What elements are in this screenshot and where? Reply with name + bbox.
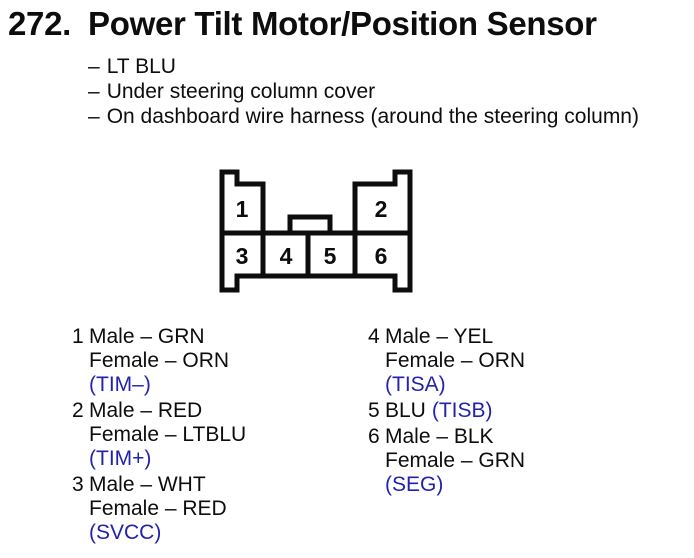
wire-female: Female – ORN xyxy=(89,349,230,372)
pin-number: 2 xyxy=(72,399,84,422)
notes-list: – LT BLU – Under steering column cover –… xyxy=(88,54,639,129)
pin-number: 1 xyxy=(72,325,84,348)
pin-cavity-6: 6 xyxy=(375,243,388,269)
pin-entry-1: 1 Male – GRN Female – ORN (TIM–) xyxy=(72,325,246,397)
pin-cavity-1: 1 xyxy=(236,196,249,222)
pin-entry-6: 6 Male – BLK Female – GRN (SEG) xyxy=(368,425,525,497)
signal-label: (SEG) xyxy=(385,473,444,496)
signal-label: (TIM+) xyxy=(89,447,152,470)
pin-wire-info: BLU(TISB) xyxy=(385,399,493,423)
connector-cell-dividers xyxy=(260,233,358,276)
note-text: On dashboard wire harness (around the st… xyxy=(106,105,639,128)
signal-label: (TISB) xyxy=(431,399,493,422)
connector-diagram: 1 2 3 4 5 6 xyxy=(219,169,413,293)
pin-number: 6 xyxy=(368,425,380,448)
pin-entry-3: 3 Male – WHT Female – RED (SVCC) xyxy=(72,473,246,545)
wire-female: Female – LTBLU xyxy=(89,423,247,446)
wire-female: Female – ORN xyxy=(385,349,526,372)
note-line: – LT BLU xyxy=(88,54,639,79)
dash-bullet: – xyxy=(88,105,100,128)
wire-male: Male – RED xyxy=(89,399,203,422)
page-title: 272. Power Tilt Motor/Position Sensor xyxy=(8,4,597,44)
wire-male: Male – GRN xyxy=(89,325,205,348)
pin-number: 5 xyxy=(368,399,380,422)
pin-cavity-2: 2 xyxy=(375,196,388,222)
pin-entry-5: 5 BLU(TISB) xyxy=(368,399,525,423)
signal-label: (TIM–) xyxy=(89,373,151,396)
pin-cavity-5: 5 xyxy=(324,243,337,269)
pin-wire-info: Male – YEL Female – ORN (TISA) xyxy=(385,325,525,397)
wire-female: Female – RED xyxy=(89,497,227,520)
section-number: 272. xyxy=(8,5,72,42)
wire-single: BLU(TISB) xyxy=(385,399,493,423)
pin-number: 4 xyxy=(368,325,380,348)
pin-entry-4: 4 Male – YEL Female – ORN (TISA) xyxy=(368,325,525,397)
pin-wire-info: Male – RED Female – LTBLU (TIM+) xyxy=(89,399,246,471)
pin-number: 3 xyxy=(72,473,84,496)
pin-wire-info: Male – WHT Female – RED (SVCC) xyxy=(89,473,227,545)
wire-male: Male – BLK xyxy=(385,425,494,448)
pin-list-right: 4 Male – YEL Female – ORN (TISA) 5 BLU(T… xyxy=(368,325,525,499)
pin-wire-info: Male – GRN Female – ORN (TIM–) xyxy=(89,325,229,397)
signal-label: (SVCC) xyxy=(89,521,162,544)
note-text: Under steering column cover xyxy=(106,80,376,103)
connector-outline xyxy=(219,169,413,293)
pin-cavity-4: 4 xyxy=(280,243,293,269)
section-title: Power Tilt Motor/Position Sensor xyxy=(88,5,597,42)
pin-cavity-3: 3 xyxy=(236,243,249,269)
wire-color: BLU xyxy=(385,399,426,422)
signal-label: (TISA) xyxy=(385,373,446,396)
pin-list-left: 1 Male – GRN Female – ORN (TIM–) 2 Male … xyxy=(72,325,246,547)
dash-bullet: – xyxy=(88,80,100,103)
pin-wire-info: Male – BLK Female – GRN (SEG) xyxy=(385,425,525,497)
note-text: LT BLU xyxy=(106,55,176,78)
wire-male: Male – WHT xyxy=(89,473,206,496)
wire-male: Male – YEL xyxy=(385,325,494,348)
dash-bullet: – xyxy=(88,55,100,78)
pin-entry-2: 2 Male – RED Female – LTBLU (TIM+) xyxy=(72,399,246,471)
note-line: – On dashboard wire harness (around the … xyxy=(88,104,639,129)
wire-female: Female – GRN xyxy=(385,449,526,472)
note-line: – Under steering column cover xyxy=(88,79,639,104)
